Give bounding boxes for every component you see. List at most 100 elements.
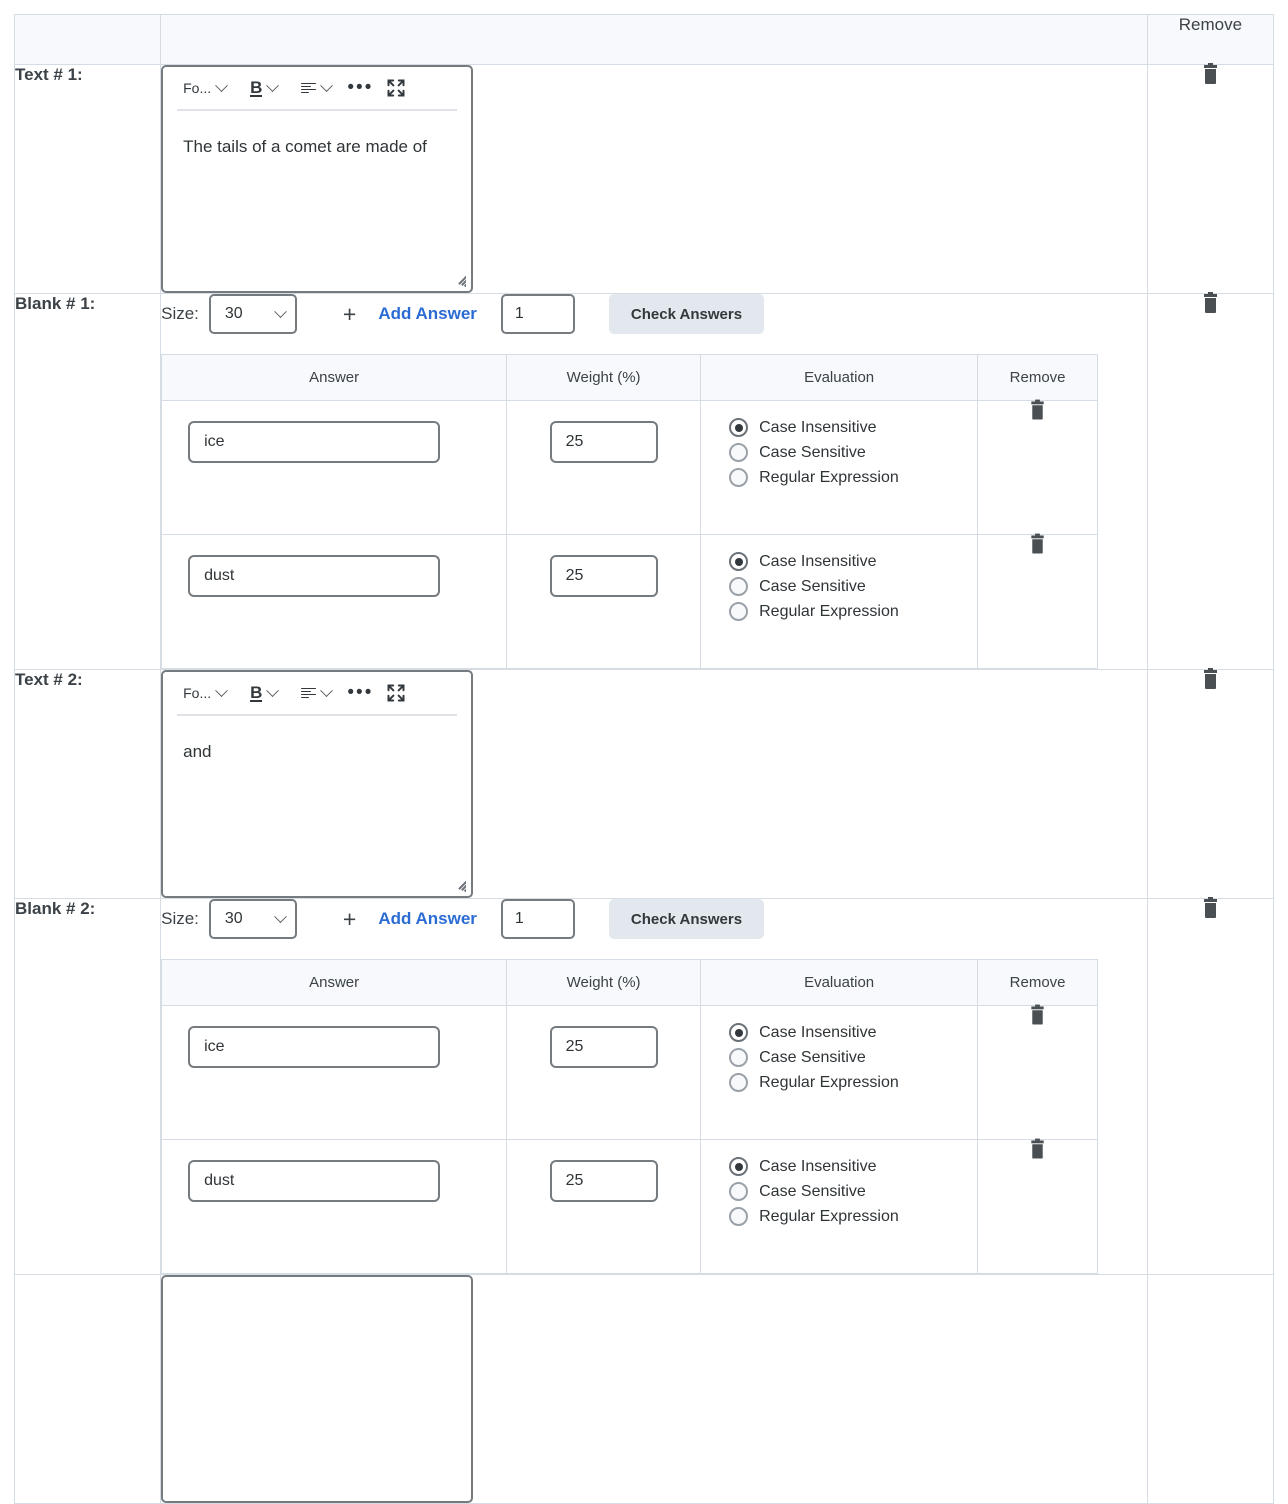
- bold-dropdown-2[interactable]: B: [244, 682, 283, 705]
- row-label-text-2: Text # 2:: [13, 669, 162, 899]
- resize-handle-icon[interactable]: [452, 273, 467, 287]
- weight-input[interactable]: 25: [549, 1160, 658, 1202]
- radio-button[interactable]: [729, 602, 749, 621]
- font-dropdown-1[interactable]: Fo...: [177, 77, 232, 99]
- answers-body-2: ice 25 Case Insensitive: [161, 1004, 1099, 1274]
- rich-text-editor-1[interactable]: Fo... B •••: [161, 65, 474, 293]
- size-select-2[interactable]: 30: [208, 899, 297, 939]
- more-options-icon[interactable]: •••: [347, 77, 374, 98]
- fullscreen-expand-icon[interactable]: [387, 79, 405, 97]
- weight-input[interactable]: 25: [549, 1026, 658, 1068]
- table-row: Text # 2: Fo... B: [13, 668, 1275, 899]
- row-label-text-1: Text # 1:: [13, 64, 162, 294]
- answer-remove-cell[interactable]: [977, 1138, 1099, 1274]
- radio-button-selected[interactable]: [729, 552, 749, 571]
- answer-cell: dust: [161, 1139, 508, 1274]
- radio-case-sensitive[interactable]: Case Sensitive: [729, 1048, 977, 1067]
- add-answer-link-1[interactable]: Add Answer: [378, 304, 477, 323]
- answer-remove-cell[interactable]: [977, 533, 1099, 669]
- radio-button[interactable]: [729, 577, 749, 596]
- fullscreen-expand-icon[interactable]: [387, 684, 405, 702]
- chevron-down-icon: [320, 78, 334, 92]
- header-label-col: [13, 14, 162, 65]
- answer-count-input-1[interactable]: 1: [500, 294, 575, 334]
- rich-text-editor-partial[interactable]: [161, 1275, 474, 1503]
- radio-label: Regular Expression: [759, 1073, 899, 1091]
- evaluation-cell: Case Insensitive Case Sensitive: [700, 534, 979, 669]
- answer-remove-cell[interactable]: [977, 1004, 1099, 1140]
- answer-count-input-2[interactable]: 1: [500, 899, 575, 939]
- radio-case-insensitive[interactable]: Case Insensitive: [729, 418, 977, 437]
- size-select-1[interactable]: 30: [208, 294, 297, 334]
- row-label-partial: [13, 1274, 162, 1504]
- add-answer-link-2[interactable]: Add Answer: [378, 909, 477, 928]
- evaluation-radio-group: Case Insensitive Case Sensitive: [701, 535, 977, 621]
- remove-cell-text-1[interactable]: [1146, 63, 1275, 294]
- radio-case-insensitive[interactable]: Case Insensitive: [729, 552, 977, 571]
- radio-label: Regular Expression: [759, 602, 899, 620]
- trash-icon[interactable]: [1203, 292, 1218, 313]
- remove-cell-blank-2[interactable]: [1146, 897, 1275, 1275]
- radio-button[interactable]: [729, 443, 749, 462]
- trash-icon[interactable]: [1203, 668, 1218, 689]
- answer-input[interactable]: ice: [188, 421, 441, 463]
- font-dropdown-2[interactable]: Fo...: [177, 682, 232, 704]
- radio-button[interactable]: [729, 1207, 749, 1226]
- bold-dropdown-1[interactable]: B: [244, 77, 283, 100]
- rich-text-editor-2[interactable]: Fo... B •••: [161, 670, 474, 898]
- answer-input[interactable]: ice: [188, 1026, 441, 1068]
- radio-button-selected[interactable]: [729, 418, 749, 437]
- answers-header-row: Answer Weight (%) Evaluation Remove: [161, 959, 1099, 1006]
- answers-body-1: ice 25 Case Insensitive: [161, 399, 1099, 669]
- size-value: 30: [224, 305, 243, 322]
- radio-button-selected[interactable]: [729, 1023, 749, 1042]
- answer-input[interactable]: dust: [188, 1160, 441, 1202]
- editor-content-2[interactable]: and: [183, 742, 212, 761]
- radio-case-sensitive[interactable]: Case Sensitive: [729, 1182, 977, 1201]
- remove-cell-partial[interactable]: [1146, 1274, 1275, 1504]
- remove-cell-blank-1[interactable]: [1146, 292, 1275, 670]
- radio-case-insensitive[interactable]: Case Insensitive: [729, 1023, 977, 1042]
- remove-cell-text-2[interactable]: [1146, 668, 1275, 899]
- answers-table-2: Answer Weight (%) Evaluation Remove ice: [161, 959, 1099, 1274]
- radio-button[interactable]: [729, 468, 749, 487]
- row-label-blank-2: Blank # 2:: [13, 898, 162, 1275]
- radio-button[interactable]: [729, 1182, 749, 1201]
- radio-button[interactable]: [729, 1073, 749, 1092]
- answers-header-1: Answer Weight (%) Evaluation Remove: [161, 354, 1099, 401]
- answer-remove-cell[interactable]: [977, 399, 1099, 535]
- radio-regular-expression[interactable]: Regular Expression: [729, 468, 977, 487]
- weight-input[interactable]: 25: [549, 421, 658, 463]
- text-editor-cell-1: Fo... B •••: [160, 64, 1148, 294]
- header-main-col: [160, 14, 1148, 65]
- radio-button[interactable]: [729, 1048, 749, 1067]
- resize-handle-icon[interactable]: [452, 878, 467, 892]
- more-options-icon[interactable]: •••: [347, 682, 374, 703]
- radio-regular-expression[interactable]: Regular Expression: [729, 602, 977, 621]
- radio-case-sensitive[interactable]: Case Sensitive: [729, 443, 977, 462]
- text-editor-cell-partial: [160, 1274, 1148, 1504]
- trash-icon[interactable]: [1203, 897, 1218, 918]
- radio-case-sensitive[interactable]: Case Sensitive: [729, 577, 977, 596]
- trash-icon[interactable]: [1203, 63, 1218, 84]
- answer-input[interactable]: dust: [188, 555, 441, 597]
- trash-icon[interactable]: [1030, 533, 1044, 554]
- check-answers-button-2[interactable]: Check Answers: [608, 899, 765, 939]
- trash-icon[interactable]: [1030, 1004, 1044, 1025]
- check-answers-button-1[interactable]: Check Answers: [608, 294, 765, 334]
- align-dropdown-2[interactable]: [295, 683, 337, 702]
- blank-cell-1: Size: 30 + Add Answer 1 Check Answers: [160, 293, 1148, 670]
- weight-input[interactable]: 25: [549, 555, 658, 597]
- trash-icon[interactable]: [1030, 399, 1044, 420]
- trash-icon[interactable]: [1030, 1138, 1044, 1159]
- align-dropdown-1[interactable]: [295, 78, 337, 97]
- radio-regular-expression[interactable]: Regular Expression: [729, 1207, 977, 1226]
- radio-label: Case Insensitive: [759, 418, 877, 436]
- answer-cell: ice: [161, 1005, 508, 1140]
- radio-regular-expression[interactable]: Regular Expression: [729, 1073, 977, 1092]
- weight-cell: 25: [506, 400, 702, 535]
- radio-case-insensitive[interactable]: Case Insensitive: [729, 1157, 977, 1176]
- editor-content-1[interactable]: The tails of a comet are made of: [183, 137, 427, 156]
- radio-button-selected[interactable]: [729, 1157, 749, 1176]
- radio-label: Case Sensitive: [759, 1048, 866, 1066]
